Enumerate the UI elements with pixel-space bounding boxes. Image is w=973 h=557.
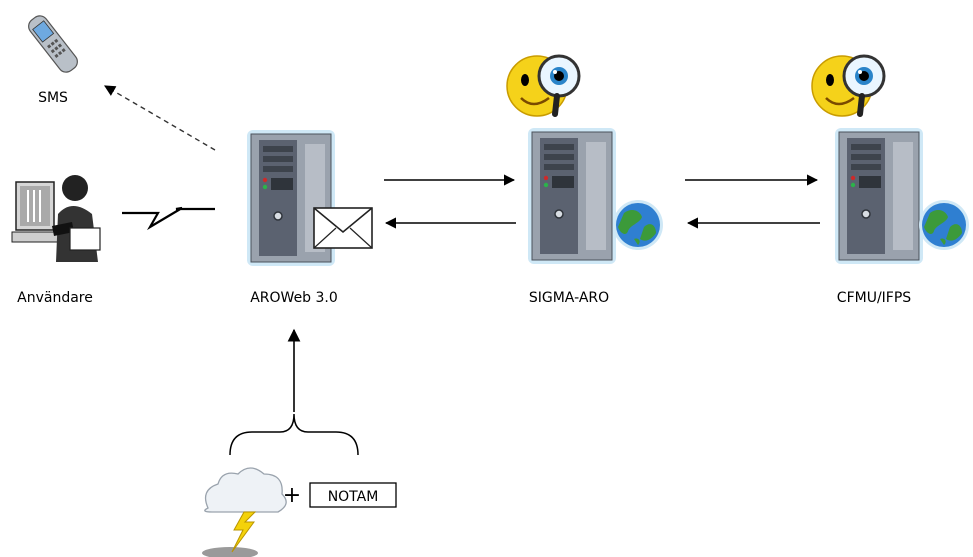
connection-link <box>122 206 215 231</box>
globe-icon <box>613 200 663 250</box>
globe-icon <box>919 200 969 250</box>
plus-sign: + <box>283 483 301 508</box>
notam-box <box>309 482 397 508</box>
user-at-computer-icon <box>11 175 101 262</box>
sms-label: SMS <box>38 90 68 106</box>
mobile-phone-icon <box>28 15 78 73</box>
envelope-icon <box>313 207 373 249</box>
notam-label: NOTAM <box>328 489 379 505</box>
user-label: Användare <box>17 290 93 306</box>
storm-cloud-icon <box>202 467 287 557</box>
sigma-server-icon <box>527 127 617 265</box>
aroweb-label: AROWeb 3.0 <box>250 290 338 306</box>
sms-notification-arrow <box>104 85 216 151</box>
input-brace <box>229 413 359 456</box>
smiley-magnifier-icon <box>507 56 579 116</box>
smiley-magnifier-icon <box>812 56 884 116</box>
cfmu-label: CFMU/IFPS <box>837 290 911 306</box>
cfmu-server-icon <box>834 127 924 265</box>
sigma-label: SIGMA-ARO <box>529 290 609 306</box>
